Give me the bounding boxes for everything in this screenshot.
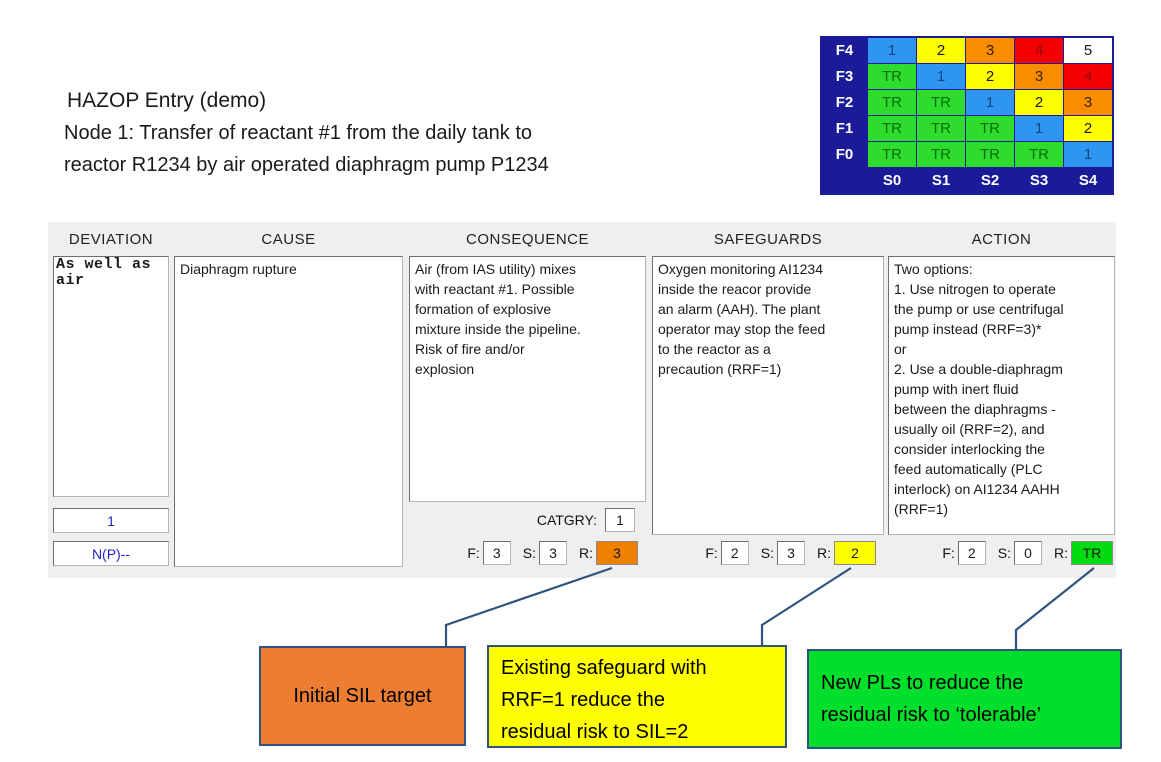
catgry-row: CATGRY: 1 — [537, 508, 635, 532]
consequence-f-label: F: — [467, 545, 480, 561]
action-r-input[interactable]: TR — [1071, 541, 1113, 565]
matrix-row-label: F4 — [822, 38, 867, 63]
safeguards-f-input[interactable]: 2 — [720, 541, 749, 565]
matrix-cell: 3 — [1015, 64, 1063, 89]
node-description-line2: reactor R1234 by air operated diaphragm … — [64, 154, 549, 176]
callout-new-pls-text: New PLs to reduce the residual risk to ‘… — [821, 672, 1042, 726]
action-r-label: R: — [1054, 545, 1068, 561]
matrix-cell: 2 — [966, 64, 1014, 89]
matrix-cell: 4 — [1064, 64, 1112, 89]
matrix-cell: TR — [868, 142, 916, 167]
consequence-f-input[interactable]: 3 — [482, 541, 511, 565]
callout-existing-safeguard: Existing safeguard with RRF=1 reduce the… — [487, 645, 787, 748]
matrix-cell: 3 — [1064, 90, 1112, 115]
safeguards-fsr-row: F: 2 S: 3 R: 2 — [705, 541, 876, 565]
action-s-label: S: — [997, 545, 1011, 561]
matrix-cell: 1 — [966, 90, 1014, 115]
cause-field[interactable]: Diaphragm rupture — [174, 256, 403, 567]
consequence-r-input[interactable]: 3 — [596, 541, 638, 565]
matrix-corner — [822, 168, 867, 193]
matrix-col-label: S3 — [1015, 168, 1063, 193]
matrix-col-label: S1 — [917, 168, 965, 193]
matrix-cell: TR — [1015, 142, 1063, 167]
connector-line-new-pls — [1014, 567, 1095, 652]
matrix-col-label: S4 — [1064, 168, 1112, 193]
matrix-row-label: F3 — [822, 64, 867, 89]
safeguards-f-label: F: — [705, 545, 718, 561]
matrix-cell: 2 — [1015, 90, 1063, 115]
action-s-input[interactable]: 0 — [1014, 541, 1042, 565]
matrix-cell: 2 — [1064, 116, 1112, 141]
matrix-row-label: F0 — [822, 142, 867, 167]
deviation-field[interactable]: As well as air — [53, 256, 169, 497]
matrix-cell: TR — [868, 90, 916, 115]
callout-initial-sil: Initial SIL target — [259, 646, 466, 746]
safeguards-s-input[interactable]: 3 — [777, 541, 805, 565]
safeguards-r-input[interactable]: 2 — [834, 541, 876, 565]
consequence-s-input[interactable]: 3 — [539, 541, 567, 565]
matrix-row-label: F2 — [822, 90, 867, 115]
node-description-line1: Node 1: Transfer of reactant #1 from the… — [64, 122, 533, 144]
matrix-cell: 1 — [868, 38, 916, 63]
callout-existing-safeguard-text: Existing safeguard with RRF=1 reduce the… — [501, 657, 707, 743]
safeguards-field[interactable]: Oxygen monitoring AI1234 inside the reac… — [652, 256, 884, 535]
matrix-cell: TR — [868, 116, 916, 141]
matrix-col-label: S2 — [966, 168, 1014, 193]
consequence-field[interactable]: Air (from IAS utility) mixes with reacta… — [409, 256, 646, 502]
matrix-cell: TR — [966, 142, 1014, 167]
safeguards-r-label: R: — [817, 545, 831, 561]
action-f-label: F: — [942, 545, 955, 561]
matrix-cell: TR — [917, 90, 965, 115]
consequence-fsr-row: F: 3 S: 3 R: 3 — [467, 541, 638, 565]
action-f-input[interactable]: 2 — [957, 541, 986, 565]
catgry-label: CATGRY: — [536, 512, 597, 528]
safeguards-s-label: S: — [760, 545, 774, 561]
node-code-field[interactable]: N(P)-- — [53, 541, 169, 566]
column-header-deviation: DEVIATION — [68, 231, 154, 248]
matrix-cell: TR — [868, 64, 916, 89]
matrix-row-label: F1 — [822, 116, 867, 141]
column-header-action: ACTION — [971, 231, 1032, 248]
matrix-col-label: S0 — [868, 168, 916, 193]
matrix-cell: 5 — [1064, 38, 1112, 63]
matrix-cell: 1 — [1064, 142, 1112, 167]
catgry-input[interactable]: 1 — [605, 508, 635, 532]
matrix-cell: TR — [917, 142, 965, 167]
connector-line-initial-sil — [444, 566, 613, 649]
matrix-cell: 3 — [966, 38, 1014, 63]
matrix-cell: TR — [917, 116, 965, 141]
column-header-cause: CAUSE — [261, 231, 316, 248]
callout-initial-sil-text: Initial SIL target — [293, 685, 432, 707]
consequence-r-label: R: — [579, 545, 593, 561]
action-fsr-row: F: 2 S: 0 R: TR — [942, 541, 1113, 565]
matrix-cell: 4 — [1015, 38, 1063, 63]
matrix-cell: TR — [966, 116, 1014, 141]
callout-new-pls: New PLs to reduce the residual risk to ‘… — [807, 649, 1122, 749]
row-number-field[interactable]: 1 — [53, 508, 169, 533]
connector-line-existing-safeguard — [760, 567, 852, 648]
action-field[interactable]: Two options: 1. Use nitrogen to operate … — [888, 256, 1115, 535]
matrix-cell: 1 — [1015, 116, 1063, 141]
consequence-s-label: S: — [522, 545, 536, 561]
matrix-cell: 2 — [917, 38, 965, 63]
page-title: HAZOP Entry (demo) — [67, 89, 267, 112]
hazop-table: DEVIATION CAUSE CONSEQUENCE SAFEGUARDS A… — [48, 222, 1116, 578]
matrix-cell: 1 — [917, 64, 965, 89]
column-header-safeguards: SAFEGUARDS — [713, 231, 823, 248]
title-block: HAZOP Entry (demo) Node 1: Transfer of r… — [64, 84, 744, 181]
column-header-consequence: CONSEQUENCE — [465, 231, 590, 248]
